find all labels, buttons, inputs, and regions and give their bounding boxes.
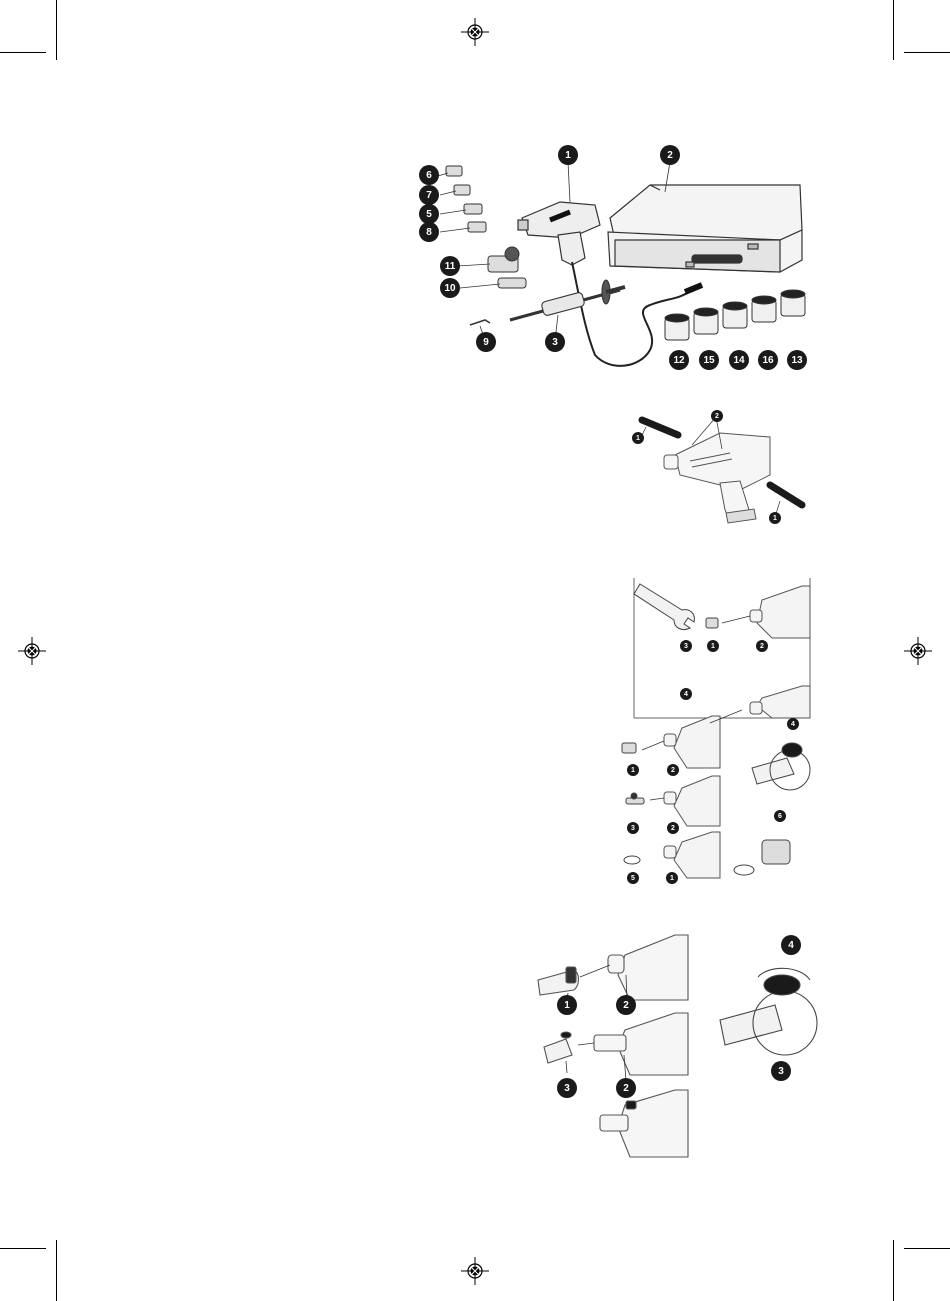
- crop-mark-bottom-left-v: [56, 1240, 57, 1301]
- electrode-tips-illustration: [446, 166, 486, 232]
- crop-mark-bottom-left-h: [0, 1248, 46, 1249]
- crop-mark-top-left-v: [56, 0, 57, 60]
- crop-mark-bottom-right-h: [904, 1248, 950, 1249]
- callout-label: 1: [632, 432, 644, 444]
- crop-mark-top-right-v: [893, 0, 894, 60]
- figure-electrode-fitting: [612, 578, 812, 888]
- callout-label: 15: [699, 350, 719, 370]
- callout-label: 10: [440, 278, 460, 298]
- callout-label: 2: [667, 764, 679, 776]
- callout-label: 4: [680, 688, 692, 700]
- callout-label: 6: [774, 810, 786, 822]
- crop-mark-top-right-h: [904, 52, 950, 53]
- callout-label: 7: [419, 185, 439, 205]
- callout-label: 2: [667, 822, 679, 834]
- callout-label: 13: [787, 350, 807, 370]
- callout-label: 12: [669, 350, 689, 370]
- callout-label: 3: [680, 640, 692, 652]
- wrench-icon: [634, 584, 694, 630]
- crosshair-target-icon: [461, 18, 489, 46]
- dent-puller-parts-illustration: [488, 247, 526, 288]
- callout-label: 2: [616, 995, 636, 1015]
- callout-label: 1: [627, 764, 639, 776]
- callout-label: 8: [419, 222, 439, 242]
- callout-label: 9: [476, 332, 496, 352]
- callout-label: 3: [627, 822, 639, 834]
- callout-label: 2: [756, 640, 768, 652]
- callout-label: 5: [419, 204, 439, 224]
- callout-label: 1: [769, 512, 781, 524]
- accessory-cups-illustration: [665, 290, 805, 340]
- callout-label: 11: [440, 256, 460, 276]
- callout-label: 1: [707, 640, 719, 652]
- crop-mark-top-left-h: [0, 52, 46, 53]
- callout-label: 5: [627, 872, 639, 884]
- figure-electrode-detail: [530, 935, 820, 1160]
- callout-label: 2: [711, 410, 723, 422]
- callout-label: 4: [787, 718, 799, 730]
- callout-label: 16: [758, 350, 778, 370]
- callout-label: 3: [557, 1078, 577, 1098]
- callout-label: 1: [558, 145, 578, 165]
- callout-label: 6: [419, 165, 439, 185]
- callout-label: 1: [666, 872, 678, 884]
- figure-gun-handles: [630, 405, 810, 535]
- callout-label: 2: [660, 145, 680, 165]
- crosshair-target-icon: [461, 1257, 489, 1285]
- callout-label: 3: [771, 1061, 791, 1081]
- callout-label: 4: [781, 935, 801, 955]
- crop-mark-bottom-right-v: [893, 1240, 894, 1301]
- slide-hammer-illustration: [470, 280, 625, 325]
- figure-kit-overview: [410, 140, 810, 380]
- callout-label: 3: [545, 332, 565, 352]
- callout-label: 14: [729, 350, 749, 370]
- crosshair-target-icon: [904, 637, 932, 665]
- callout-label: 1: [557, 995, 577, 1015]
- carry-case-illustration: [608, 185, 802, 272]
- callout-label: 2: [616, 1078, 636, 1098]
- crosshair-target-icon: [18, 637, 46, 665]
